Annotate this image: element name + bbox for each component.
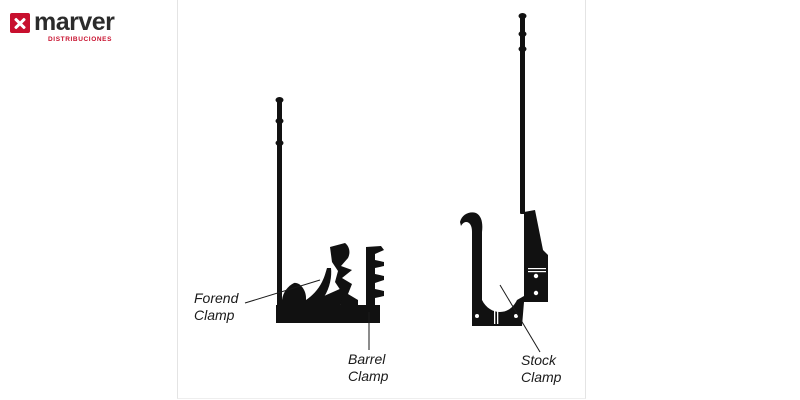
- stock-clamp-part: [460, 13, 548, 326]
- forend-barrel-clamp-part: [275, 97, 384, 323]
- forend-clamp-label: Forend Clamp: [194, 290, 238, 324]
- base-bar: [276, 305, 380, 323]
- rod-bead: [275, 97, 284, 103]
- diagram-panel: [177, 0, 586, 399]
- rod-bead: [518, 46, 527, 52]
- stock-leader-line: [499, 284, 541, 353]
- stock-body: [472, 210, 548, 326]
- rod: [277, 98, 282, 320]
- rod-bead: [518, 31, 527, 37]
- forend-cradle: [282, 282, 306, 305]
- rod-bead: [275, 140, 284, 146]
- stock-clamp-label: Stock Clamp: [521, 352, 561, 386]
- forend-cradle: [306, 268, 332, 305]
- stock-clamp-details: [475, 268, 546, 324]
- barrel-teeth: [366, 246, 384, 310]
- stock-label-line2: Clamp: [521, 369, 562, 385]
- forend-label-line2: Clamp: [194, 307, 235, 323]
- forend-leader-line: [244, 279, 321, 304]
- brand-logo: marver DISTRIBUCIONES: [10, 8, 150, 44]
- rod-bead: [518, 13, 527, 19]
- stock-label-line1: Stock: [521, 352, 557, 368]
- forend-label-line1: Forend: [194, 290, 239, 306]
- cross-mark-icon: [10, 13, 30, 33]
- barrel-label-line2: Clamp: [348, 368, 389, 384]
- rod: [520, 14, 525, 214]
- brand-name: marver: [34, 8, 115, 36]
- hook: [460, 212, 483, 282]
- rod-bead: [275, 118, 284, 124]
- forend-cradle: [324, 288, 346, 305]
- barrel-clamp-label: Barrel Clamp: [348, 351, 388, 385]
- barrel-jaw: [330, 243, 358, 305]
- brand-tagline: DISTRIBUCIONES: [48, 36, 113, 43]
- barrel-label-line1: Barrel: [348, 351, 386, 367]
